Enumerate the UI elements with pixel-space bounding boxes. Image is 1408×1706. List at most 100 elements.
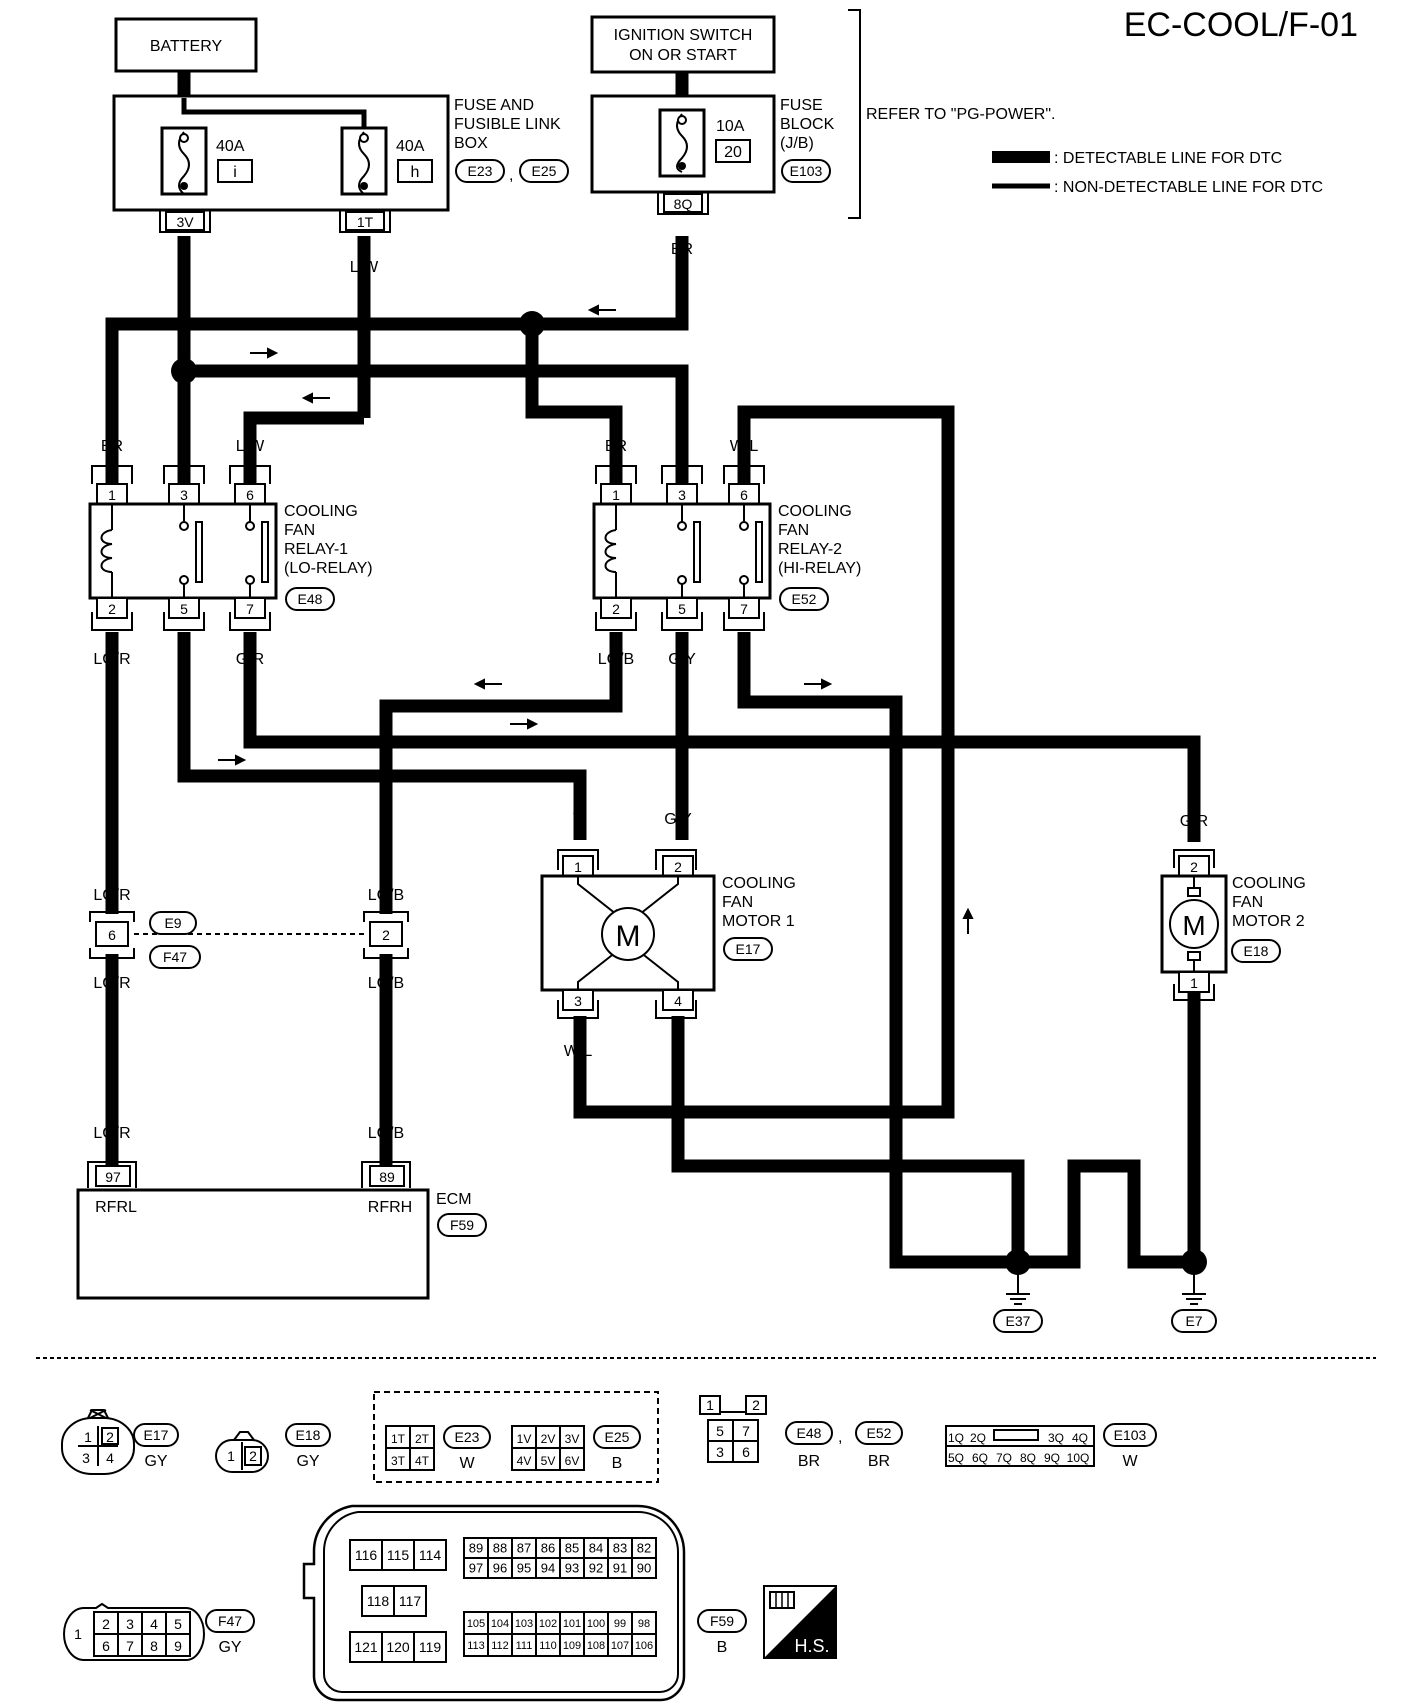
svg-text:FAN: FAN bbox=[722, 894, 753, 911]
pin-label: 84 bbox=[589, 1541, 603, 1556]
pin-label: 94 bbox=[541, 1561, 555, 1576]
fuse-left-id: i bbox=[233, 164, 237, 181]
svg-text:3T: 3T bbox=[391, 1454, 406, 1468]
svg-text:Y: Y bbox=[179, 651, 190, 668]
refer-note: REFER TO "PG-POWER". bbox=[866, 106, 1055, 123]
svg-text:7: 7 bbox=[126, 1638, 134, 1654]
svg-text:COOLING: COOLING bbox=[1232, 875, 1306, 892]
connector-e52: E52 bbox=[792, 591, 817, 607]
svg-text:LG/R: LG/R bbox=[93, 887, 130, 904]
svg-text:4: 4 bbox=[674, 993, 682, 1009]
svg-text:E18: E18 bbox=[296, 1427, 321, 1443]
pin-cell bbox=[361, 1585, 395, 1617]
svg-text:GY: GY bbox=[296, 1453, 319, 1470]
pin-1t: 1T bbox=[357, 214, 374, 230]
splice-dot bbox=[1005, 1249, 1031, 1275]
connector-e25: E25 bbox=[532, 163, 557, 179]
svg-text:3: 3 bbox=[678, 487, 686, 503]
svg-text:H.S.: H.S. bbox=[794, 1636, 829, 1656]
pin-label: 111 bbox=[516, 1640, 533, 1652]
splice-dot bbox=[519, 311, 545, 337]
pin-label: 89 bbox=[469, 1541, 483, 1556]
svg-text:7: 7 bbox=[740, 601, 748, 617]
svg-text:B: B bbox=[717, 1639, 728, 1656]
svg-text:W/L: W/L bbox=[564, 1043, 593, 1060]
svg-text:8: 8 bbox=[150, 1638, 158, 1654]
pin-label: 113 bbox=[467, 1640, 485, 1652]
svg-text:3: 3 bbox=[716, 1444, 724, 1460]
svg-text:B: B bbox=[739, 651, 750, 668]
svg-text:COOLING: COOLING bbox=[778, 503, 852, 520]
svg-text:5V: 5V bbox=[541, 1454, 556, 1468]
svg-text:1: 1 bbox=[1190, 975, 1198, 991]
svg-text:2: 2 bbox=[612, 601, 620, 617]
svg-text:COOLING: COOLING bbox=[284, 503, 358, 520]
svg-text:Y: Y bbox=[573, 811, 584, 828]
svg-text:97: 97 bbox=[105, 1169, 121, 1185]
pin-label: 101 bbox=[563, 1618, 581, 1630]
svg-text:FUSE: FUSE bbox=[780, 97, 823, 114]
svg-text:COOLING: COOLING bbox=[722, 875, 796, 892]
svg-text:,: , bbox=[838, 1429, 842, 1446]
svg-text:B: B bbox=[1069, 1211, 1080, 1228]
legend-non-detectable-text: : NON-DETECTABLE LINE FOR DTC bbox=[1054, 179, 1323, 196]
legend-detectable-text: : DETECTABLE LINE FOR DTC bbox=[1054, 150, 1282, 167]
cooling-fan-motor-2: G/R 2 M 1 B COOLING FAN MOTOR 2 E18 bbox=[1160, 813, 1306, 1038]
svg-text:5: 5 bbox=[716, 1423, 724, 1439]
pin-label: 100 bbox=[587, 1618, 605, 1630]
svg-text:FAN: FAN bbox=[778, 522, 809, 539]
refer-bracket bbox=[848, 9, 861, 219]
battery-box bbox=[114, 17, 258, 73]
pin-label: 82 bbox=[637, 1541, 651, 1556]
svg-text:L/W: L/W bbox=[236, 438, 265, 455]
pin-label: 97 bbox=[469, 1561, 483, 1576]
pin-cell bbox=[631, 1557, 657, 1579]
pin-label: 103 bbox=[515, 1618, 533, 1630]
ground-e7: E7 bbox=[1185, 1313, 1202, 1329]
svg-text:1: 1 bbox=[227, 1448, 235, 1464]
svg-text:MOTOR 1: MOTOR 1 bbox=[722, 913, 795, 930]
pin-label: 85 bbox=[565, 1541, 579, 1556]
pin-cell bbox=[381, 1631, 415, 1663]
svg-text:7: 7 bbox=[246, 601, 254, 617]
pin-label: 95 bbox=[517, 1561, 531, 1576]
svg-text:1: 1 bbox=[574, 859, 582, 875]
pin-label: 88 bbox=[493, 1541, 507, 1556]
grounds: B B B B E37 E7 bbox=[993, 1211, 1217, 1333]
svg-text:LG/R: LG/R bbox=[93, 1125, 130, 1142]
svg-text:G/R: G/R bbox=[1180, 813, 1208, 830]
pin-label: 98 bbox=[638, 1618, 650, 1630]
svg-text:1: 1 bbox=[84, 1429, 92, 1445]
ecm: LG/R LG/B 97 89 RFRL RFRH ECM F59 bbox=[76, 1125, 487, 1300]
fuse-right-id: h bbox=[411, 164, 420, 181]
svg-text:LG/B: LG/B bbox=[368, 975, 404, 992]
cooling-fan-relay-2: BR G W/L 1 3 6 2 5 7 LG/B G/Y B COOLING bbox=[592, 438, 861, 668]
svg-text:3: 3 bbox=[574, 993, 582, 1009]
svg-text:2: 2 bbox=[108, 601, 116, 617]
svg-text:1T: 1T bbox=[391, 1432, 406, 1446]
connector-e103: E103 bbox=[790, 163, 823, 179]
svg-text:E103: E103 bbox=[1114, 1427, 1147, 1443]
svg-text:B: B bbox=[673, 1043, 684, 1060]
pin-label: 99 bbox=[614, 1618, 626, 1630]
fuse-block: 10A 20 8Q FUSE BLOCK (J/B) E103 bbox=[590, 94, 835, 215]
pin-label: 107 bbox=[611, 1640, 629, 1652]
svg-text:2Q: 2Q bbox=[970, 1431, 986, 1445]
svg-text:89: 89 bbox=[379, 1169, 395, 1185]
pin-label: 115 bbox=[387, 1547, 410, 1563]
fusible-link-box: 40A i 40A h 3V 1T FUSE AND FUSIBLE LINK … bbox=[112, 94, 569, 233]
splice-dot bbox=[1181, 1249, 1207, 1275]
svg-text:6: 6 bbox=[246, 487, 254, 503]
pin-label: 119 bbox=[419, 1639, 442, 1655]
pin-cell bbox=[381, 1539, 415, 1571]
pin-label: 91 bbox=[613, 1561, 627, 1576]
connector-view-f47: 1 2 3 4 5 6 7 8 9 F47 GY bbox=[62, 1602, 255, 1661]
pin-label: 117 bbox=[399, 1593, 422, 1609]
svg-text:3: 3 bbox=[82, 1450, 90, 1466]
svg-text:10A: 10A bbox=[716, 118, 745, 135]
svg-text:4: 4 bbox=[106, 1450, 114, 1466]
svg-text:5Q: 5Q bbox=[948, 1451, 964, 1465]
svg-text:2: 2 bbox=[1190, 859, 1198, 875]
svg-text:,: , bbox=[509, 167, 513, 184]
